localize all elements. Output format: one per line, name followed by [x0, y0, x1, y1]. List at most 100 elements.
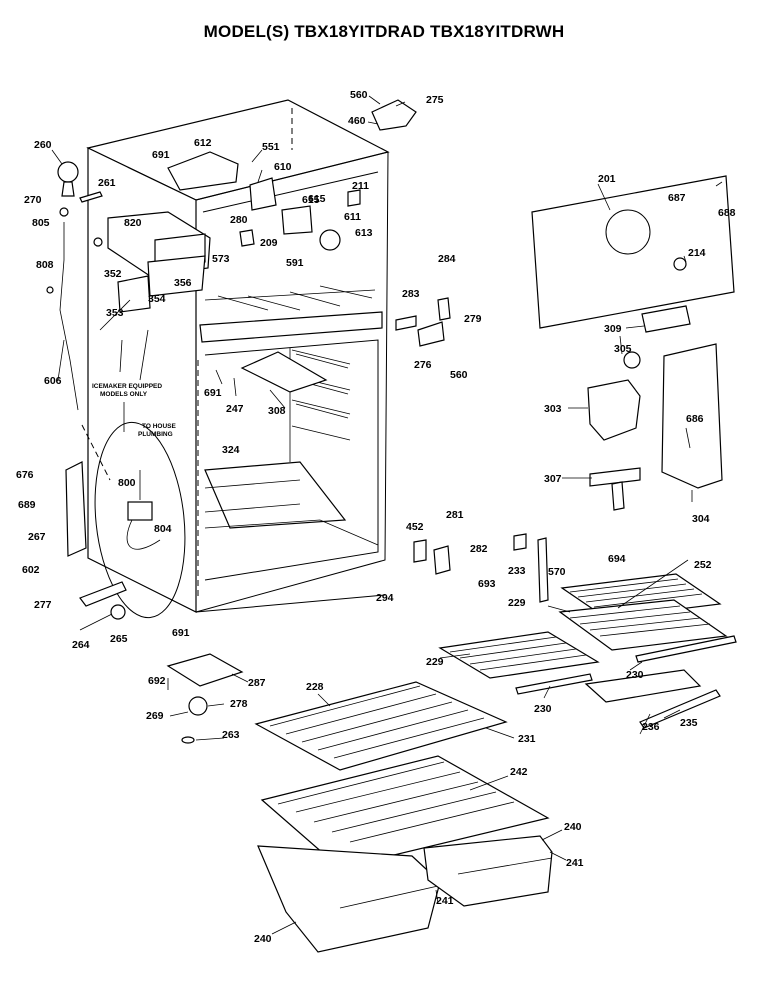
callout-309: 309	[604, 323, 622, 335]
callout-211: 211	[352, 180, 369, 192]
part-229-left	[438, 631, 600, 679]
part-610	[249, 177, 277, 211]
water-line	[59, 222, 79, 411]
callout-283: 283	[402, 288, 420, 300]
callout-353: 353	[106, 307, 124, 319]
part-241-right	[457, 857, 553, 875]
part-265	[110, 604, 126, 620]
callout-570: 570	[548, 566, 566, 578]
callout-269: 269	[146, 710, 164, 722]
part-277	[79, 581, 127, 607]
callout-352: 352	[104, 268, 122, 280]
callout-692: 692	[148, 675, 166, 687]
part-261	[79, 191, 103, 203]
part-229-right	[558, 599, 728, 651]
callout-687: 687	[668, 192, 686, 204]
callout-281: 281	[446, 509, 464, 521]
part-211	[347, 189, 361, 207]
part-269	[169, 711, 189, 717]
callout-324: 324	[222, 444, 240, 456]
page-title: MODEL(S) TBX18YITDRAD TBX18YITDRWH	[203, 22, 565, 41]
callout-282: 282	[470, 543, 488, 555]
callout-235: 235	[680, 717, 698, 729]
callout-676: 676	[16, 469, 34, 481]
part-240-right	[423, 835, 553, 907]
callout-270: 270	[24, 194, 42, 206]
callout-602: 602	[22, 564, 40, 576]
callout-356: 356	[174, 277, 192, 289]
callout-277: 277	[34, 599, 52, 611]
callout-267: 267	[28, 531, 46, 543]
callout-229: 229	[508, 597, 526, 609]
callout-612: 612	[194, 137, 212, 149]
part-612	[167, 151, 239, 191]
leader-lines	[51, 95, 723, 935]
part-260	[57, 161, 79, 197]
part-570	[537, 537, 549, 603]
callout-280: 280	[230, 214, 248, 226]
callout-284: 284	[438, 253, 456, 265]
callout-804: 804	[154, 523, 172, 535]
part-307-leg	[611, 481, 625, 511]
part-241-left	[339, 885, 439, 909]
callout-241: 241	[566, 857, 584, 869]
callout-691: 691	[152, 149, 170, 161]
callout-240: 240	[254, 933, 272, 945]
callout-247: 247	[226, 403, 244, 415]
callout-303: 303	[544, 403, 562, 415]
part-611	[281, 205, 313, 235]
callout-261: 261	[98, 177, 116, 189]
part-270	[59, 207, 69, 217]
callout-263: 263	[222, 729, 240, 741]
callout-230: 230	[626, 669, 644, 681]
part-309	[641, 305, 691, 333]
callout-460: 460	[348, 115, 366, 127]
callout-242: 242	[510, 766, 528, 778]
callout-354: 354	[148, 293, 166, 305]
callout-214: 214	[688, 247, 706, 259]
callout-305: 305	[614, 343, 632, 355]
part-236	[584, 669, 702, 703]
note-plumbing-line1: TO HOUSE	[142, 423, 176, 430]
part-230-left	[515, 673, 593, 695]
callout-808: 808	[36, 259, 54, 271]
part-235	[639, 689, 721, 729]
part-201	[531, 175, 735, 329]
note-plumbing-line2: PLUMBING	[138, 431, 173, 438]
callout-611: 611	[344, 211, 361, 223]
callout-610: 610	[274, 161, 292, 173]
callout-615: 615	[302, 194, 320, 206]
part-228	[254, 681, 508, 771]
callout-236: 236	[642, 721, 660, 733]
callout-308: 308	[268, 405, 286, 417]
icemaker-assembly	[93, 211, 211, 313]
part-276	[417, 321, 445, 347]
callout-201: 201	[598, 173, 616, 185]
part-282	[433, 545, 451, 575]
callout-231: 231	[518, 733, 536, 745]
callout-276: 276	[414, 359, 432, 371]
callout-228: 228	[306, 681, 324, 693]
part-304	[661, 343, 723, 489]
callout-800: 800	[118, 477, 136, 489]
refrigerator-cabinet	[86, 99, 390, 613]
water-line-dashed	[81, 424, 111, 481]
callout-260: 260	[34, 139, 52, 151]
part-275	[371, 99, 417, 131]
callout-694: 694	[608, 553, 626, 565]
callout-279: 279	[464, 313, 482, 325]
callout-209: 209	[260, 237, 278, 249]
part-278	[188, 696, 208, 716]
callout-307: 307	[544, 473, 562, 485]
callout-613: 613	[355, 227, 373, 239]
callout-240: 240	[564, 821, 582, 833]
callout-691: 691	[172, 627, 190, 639]
part-264	[79, 613, 113, 631]
part-230-rail	[635, 635, 737, 663]
part-283	[395, 315, 417, 331]
part-613	[319, 229, 341, 251]
callout-252: 252	[694, 559, 712, 571]
note-icemaker-line2: MODELS ONLY	[100, 391, 148, 398]
